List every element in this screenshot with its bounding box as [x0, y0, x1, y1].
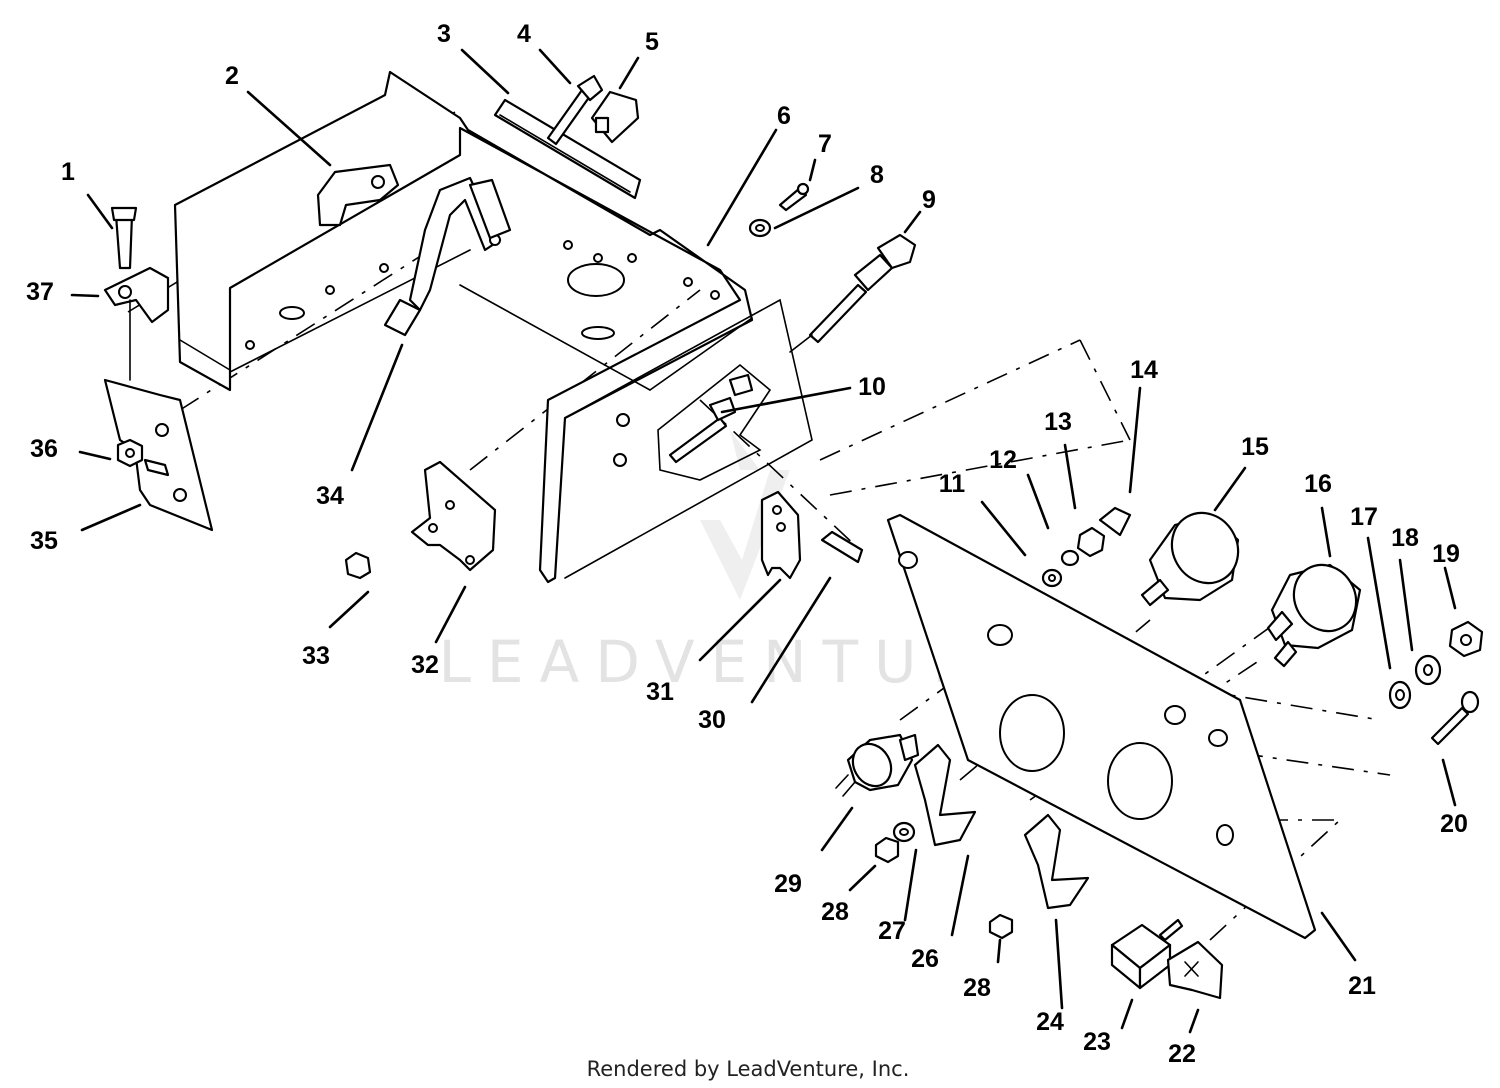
bracket-part-2: [316, 163, 400, 227]
footer-credit: Rendered by LeadVenture, Inc.: [587, 1057, 910, 1081]
bracket-part-26: [913, 743, 977, 847]
choke-cable-part-9: [789, 233, 917, 353]
cover-part-22: [1166, 940, 1224, 1000]
pin-part-30: [820, 530, 864, 564]
hardware-27-28: [874, 821, 1014, 940]
callout-labels: 1 2 3 4 5 6 7 8 9 10 11 12 13 14 15 16 1…: [26, 20, 1468, 1068]
callout-11: 11: [939, 470, 966, 498]
callout-33: 33: [302, 642, 330, 670]
top-rail: [493, 98, 642, 200]
callout-28b: 28: [963, 974, 991, 1002]
callout-2: 2: [225, 62, 239, 90]
nut-part-36: [116, 438, 144, 468]
screw-part-10: [668, 373, 754, 464]
callout-16: 16: [1304, 470, 1332, 498]
bracket-part-32: [410, 460, 497, 572]
screw-part-7: [778, 182, 810, 212]
callout-18: 18: [1391, 524, 1419, 552]
dash-panel-bracket: [173, 70, 813, 584]
callout-29: 29: [774, 870, 802, 898]
control-panel-plate: [886, 513, 1317, 940]
knob-part-5: [590, 90, 640, 144]
toggle-switch-part-23: [1110, 918, 1184, 990]
callout-24: 24: [1036, 1008, 1064, 1036]
callout-4: 4: [517, 20, 531, 48]
callout-34: 34: [316, 482, 344, 510]
callout-12: 12: [989, 446, 1017, 474]
callout-8: 8: [870, 161, 884, 189]
callout-15: 15: [1241, 433, 1269, 461]
callout-5: 5: [645, 28, 659, 56]
hardware-11-14: [1041, 506, 1132, 588]
hardware-17-20: [1388, 620, 1484, 746]
callout-35: 35: [30, 527, 58, 555]
callout-26: 26: [911, 945, 939, 973]
callout-21: 21: [1348, 972, 1376, 1000]
callout-20: 20: [1440, 810, 1468, 838]
callout-37: 37: [26, 278, 54, 306]
gauge-part-15: [1140, 511, 1240, 607]
callout-3: 3: [437, 20, 451, 48]
callout-31: 31: [646, 678, 674, 706]
callout-6: 6: [777, 102, 791, 130]
washer-part-8: [748, 218, 772, 238]
nut-part-33: [344, 551, 372, 580]
callout-32: 32: [411, 651, 439, 679]
callout-7: 7: [818, 130, 832, 158]
bolt-part-4: [546, 74, 604, 146]
callout-17: 17: [1350, 503, 1378, 531]
callout-1: 1: [61, 158, 75, 186]
callout-22: 22: [1168, 1040, 1196, 1068]
callout-13: 13: [1044, 408, 1072, 436]
callout-36: 36: [30, 435, 58, 463]
leader-lines: [70, 48, 1457, 1034]
callout-9: 9: [922, 186, 936, 214]
callout-27: 27: [878, 917, 906, 945]
gauge-part-16: [1266, 563, 1362, 668]
callout-23: 23: [1083, 1028, 1111, 1056]
bracket-part-24: [1023, 813, 1090, 910]
callout-10: 10: [858, 373, 886, 401]
throttle-linkage: [383, 176, 512, 337]
callout-14: 14: [1130, 356, 1158, 384]
clip-part-31: [760, 490, 802, 580]
clamp-assembly: [103, 206, 170, 381]
callout-19: 19: [1432, 540, 1460, 568]
callout-28a: 28: [821, 898, 849, 926]
callout-30: 30: [698, 706, 726, 734]
key-switch-part-29: [835, 733, 920, 797]
